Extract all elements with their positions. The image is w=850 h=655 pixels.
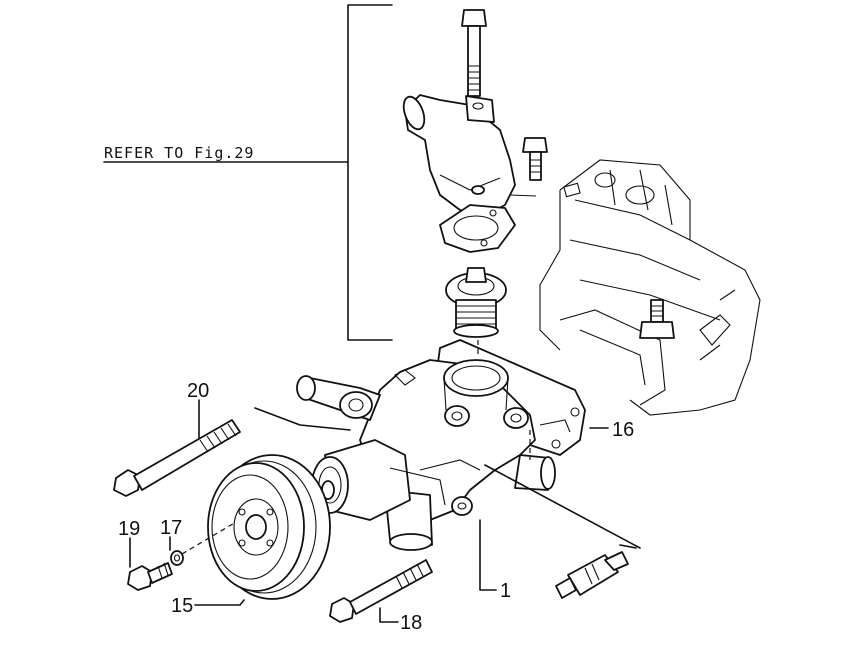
callout-19: 19 [118, 518, 140, 540]
bolt-20 [113, 419, 241, 497]
reference-bracket [103, 4, 393, 341]
temperature-sender [555, 551, 629, 599]
reference-note: REFER TO Fig.29 [104, 144, 254, 162]
bolt-18 [329, 559, 433, 623]
callout-16: 16 [612, 419, 634, 441]
side-bolt [509, 137, 548, 197]
thermostat [445, 267, 507, 338]
engine-block [539, 159, 761, 416]
washer [170, 550, 184, 566]
housing-gasket [439, 204, 516, 253]
pulley [207, 454, 331, 600]
water-pump-body [296, 339, 586, 551]
callout-20: 20 [187, 380, 209, 402]
callout-17: 17 [160, 517, 182, 539]
callout-18: 18 [400, 612, 422, 634]
bolt-19 [127, 562, 173, 591]
callout-15: 15 [171, 595, 193, 617]
top-bolt [461, 9, 487, 97]
callout-1: 1 [500, 580, 511, 602]
thermostat-housing [402, 94, 516, 216]
